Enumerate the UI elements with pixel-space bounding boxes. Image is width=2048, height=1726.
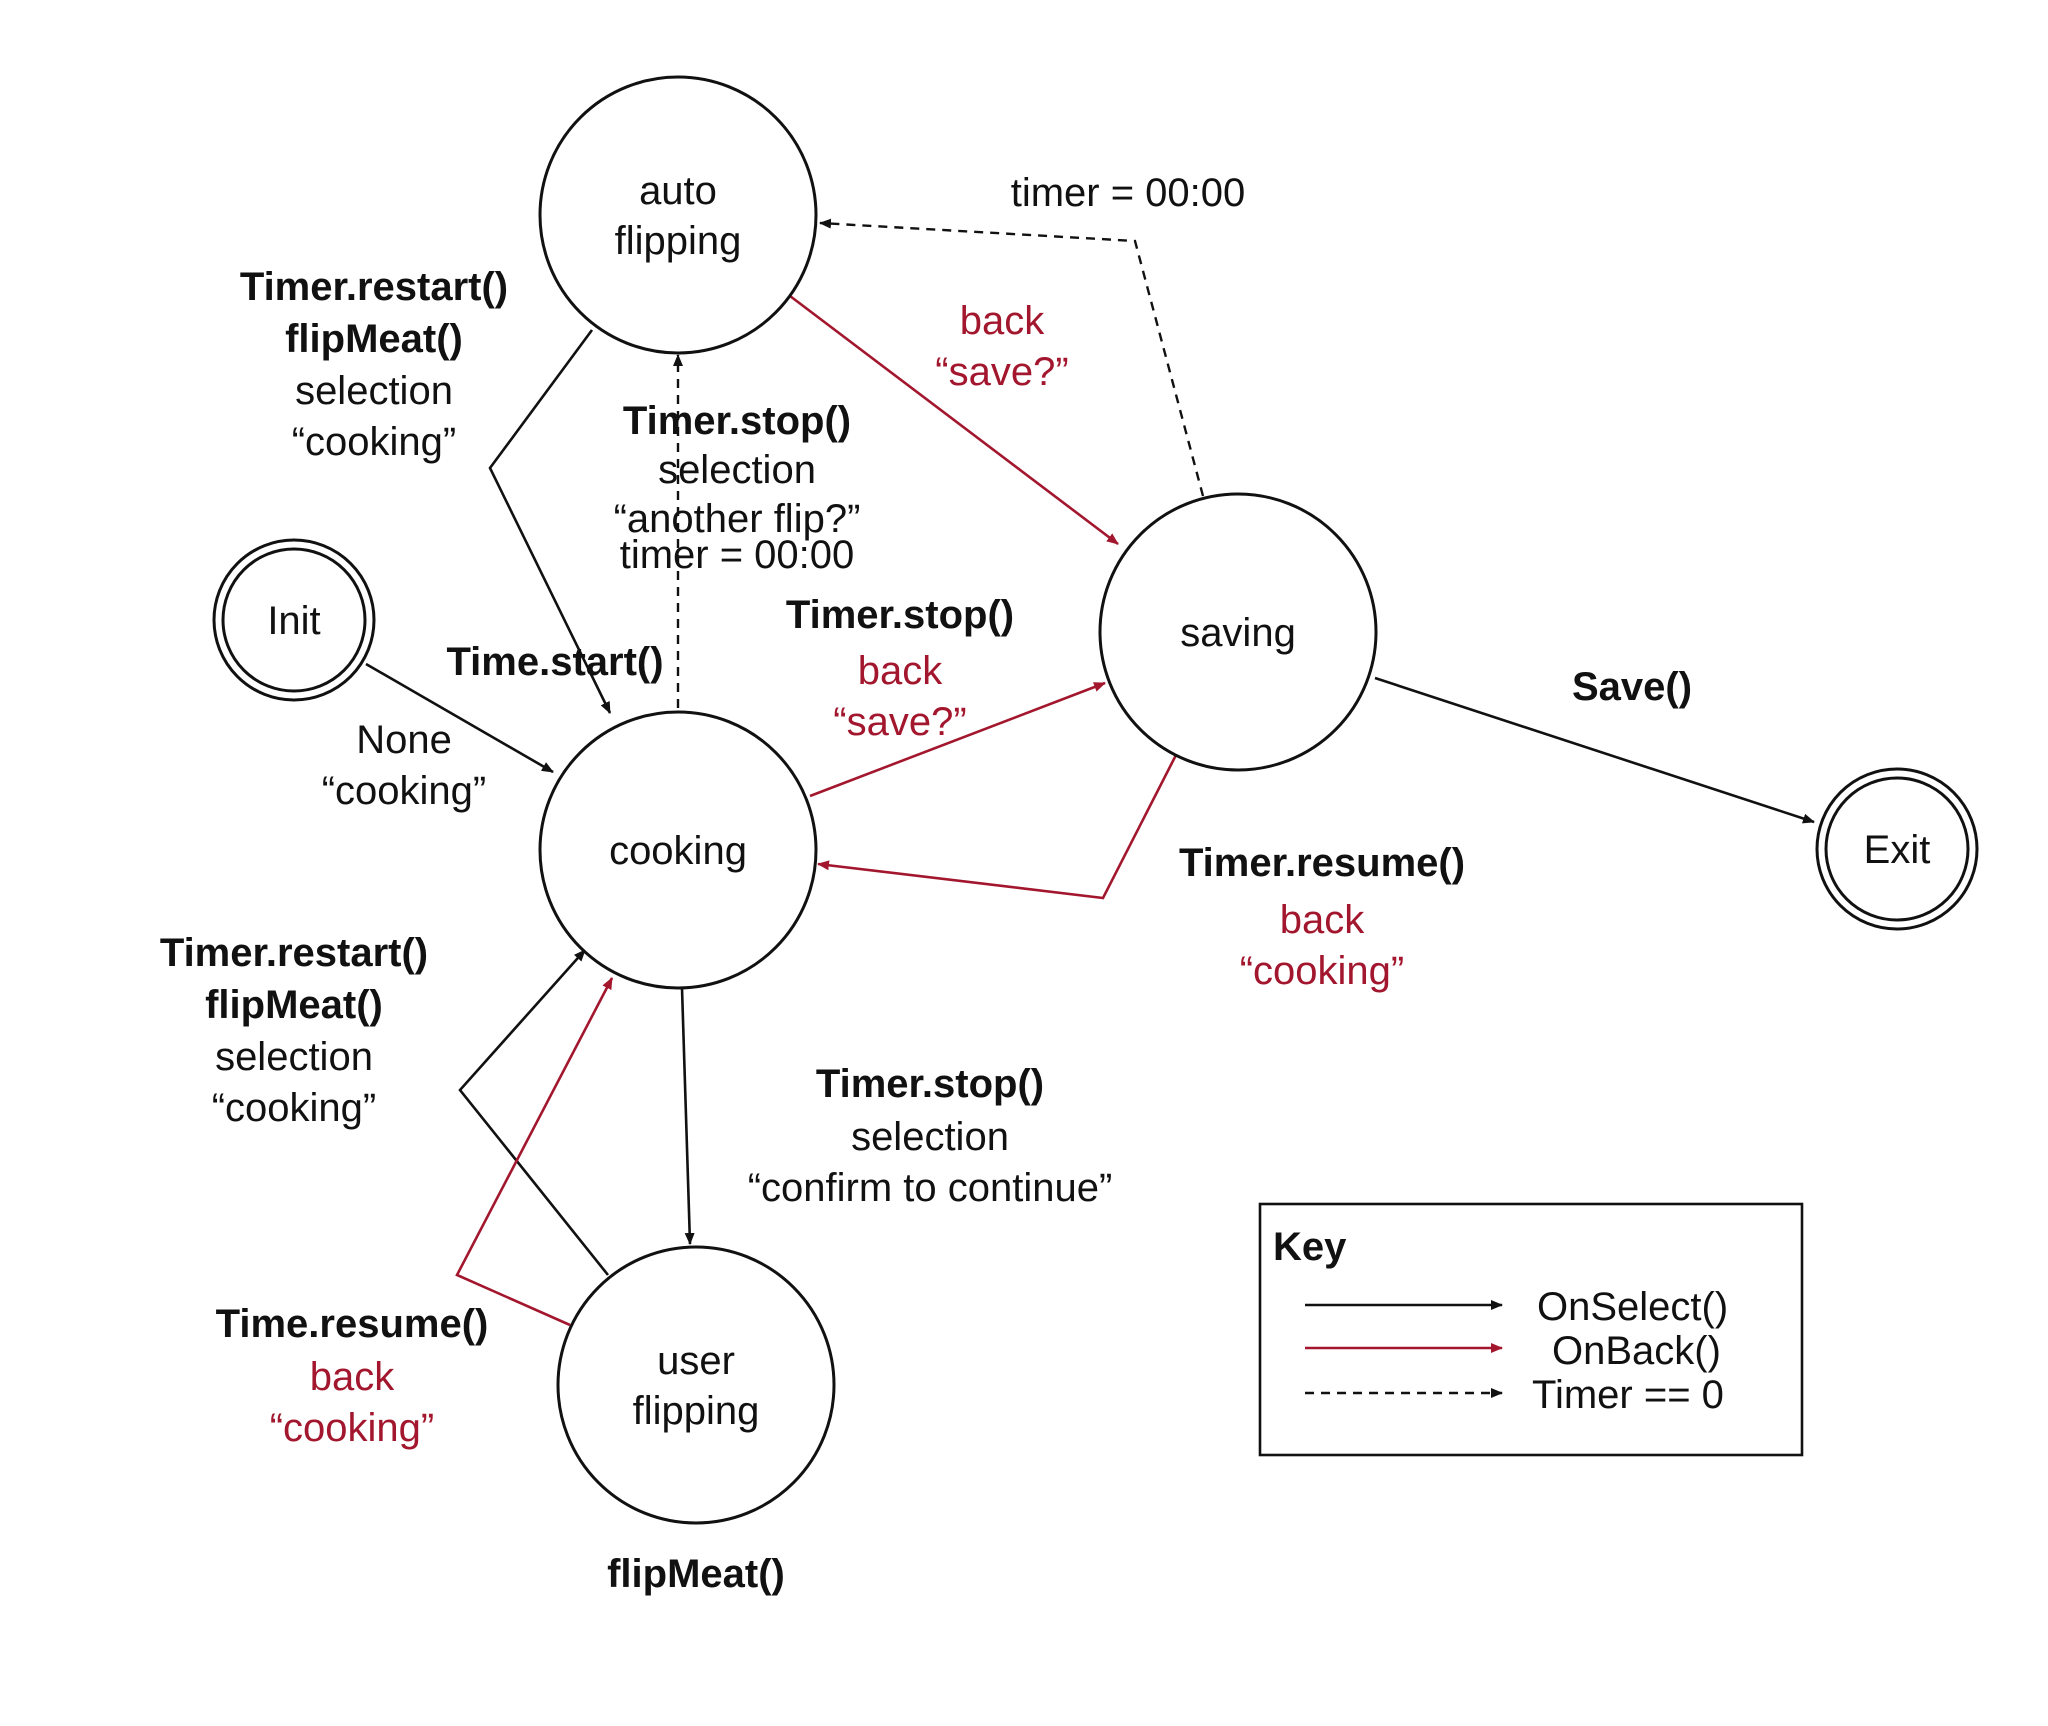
state-label-line: flipping (633, 1389, 760, 1433)
edge-label-line: “save?” (833, 700, 966, 744)
edge-label-line: “cooking” (212, 1086, 377, 1130)
legend-timer-label: Timer == 0 (1532, 1373, 1724, 1417)
state-label-line: flipping (615, 219, 742, 263)
state-saving: saving (1098, 492, 1378, 772)
edge-label-line: Timer.stop() (816, 1062, 1044, 1106)
edge-label-line: “save?” (935, 350, 1068, 394)
label-cooking-to-saving: Timer.stop() back “save?” (786, 593, 1014, 744)
state-label-line: cooking (609, 829, 747, 873)
label-auto-to-cooking: Timer.restart() flipMeat() selection “co… (240, 265, 508, 464)
edge-label-line: selection (658, 448, 816, 492)
edge-label-line: selection (295, 369, 453, 413)
label-user-to-cooking-back: Time.resume() back “cooking” (216, 1302, 489, 1450)
edge-label-line: timer = 00:00 (620, 533, 855, 577)
edge-label-line: flipMeat() (205, 983, 383, 1027)
edge-label-line: None (356, 718, 452, 762)
edge-label-line: Timer.resume() (1179, 841, 1465, 885)
edge-label-line: Timer.stop() (623, 399, 851, 443)
legend-onselect-label: OnSelect() (1537, 1285, 1728, 1329)
label-cooking-to-auto: Timer.stop() selection “another flip?” t… (614, 399, 861, 577)
edge-init-to-cooking (365, 662, 554, 774)
edge-saving-to-cooking (817, 754, 1178, 900)
state-label-line: Init (267, 599, 320, 643)
edge-label-line: back (960, 299, 1045, 343)
edge-label-line: “confirm to continue” (748, 1166, 1113, 1210)
edge-label-line: Save() (1572, 665, 1692, 709)
edge-label-line: timer = 00:00 (1011, 171, 1246, 215)
state-label-line: user (657, 1339, 735, 1383)
state-label-line: auto (639, 169, 717, 213)
legend-onback-label: OnBack() (1552, 1329, 1721, 1373)
edge-label-line: “cooking” (322, 769, 487, 813)
edge-label-line: selection (215, 1035, 373, 1079)
edge-label-line: “cooking” (270, 1406, 435, 1450)
edge-label-line: Timer.stop() (786, 593, 1014, 637)
edge-saving-to-auto (819, 218, 1205, 497)
edge-label-line: Time.start() (446, 640, 663, 684)
edge-label-line: Timer.restart() (160, 931, 428, 975)
label-user-to-cooking-select: Timer.restart() flipMeat() selection “co… (160, 931, 428, 1130)
edge-cooking-to-user (680, 987, 695, 1245)
edge-label-line: selection (851, 1115, 1009, 1159)
edge-cooking-to-saving (809, 681, 1106, 798)
edge-label-line: back (858, 649, 943, 693)
edge-user-to-cooking-back (455, 977, 614, 1327)
label-saving-to-cooking: Timer.resume() back “cooking” (1179, 841, 1465, 993)
label-user-flipping-action: flipMeat() (607, 1552, 785, 1596)
edge-label-line: Timer.restart() (240, 265, 508, 309)
edge-label-line: “cooking” (292, 420, 457, 464)
edge-saving-to-exit (1374, 676, 1815, 824)
label-saving-to-exit: Save() (1572, 665, 1692, 709)
state-label-line: saving (1180, 611, 1296, 655)
label-cooking-to-user: Timer.stop() selection “confirm to conti… (748, 1062, 1113, 1210)
edge-label-line: “cooking” (1240, 949, 1405, 993)
label-auto-to-saving: back “save?” (935, 299, 1068, 394)
state-label-line: Exit (1864, 828, 1931, 872)
state-exit: Exit (1815, 767, 1979, 931)
edge-auto-to-cooking (488, 329, 612, 714)
edge-label-line: Time.resume() (216, 1302, 489, 1346)
state-auto-flipping: auto flipping (538, 75, 818, 355)
label-init-to-cooking: Time.start() None “cooking” (322, 640, 664, 813)
edge-label-line: back (1280, 898, 1365, 942)
state-user-flipping: user flipping (556, 1245, 836, 1525)
label-saving-to-auto: timer = 00:00 (1011, 171, 1246, 215)
state-init: Init (212, 538, 376, 702)
edge-label-line: “another flip?” (614, 497, 861, 541)
edge-user-to-cooking-select (458, 949, 610, 1276)
state-cooking: cooking (538, 710, 818, 990)
legend: Key OnSelect() OnBack() Timer == 0 (1258, 1202, 1804, 1457)
edge-label-line: flipMeat() (285, 317, 463, 361)
edge-auto-to-saving (789, 294, 1119, 546)
legend-title: Key (1273, 1225, 1347, 1269)
edge-label-line: flipMeat() (607, 1552, 785, 1596)
edge-label-line: back (310, 1355, 395, 1399)
